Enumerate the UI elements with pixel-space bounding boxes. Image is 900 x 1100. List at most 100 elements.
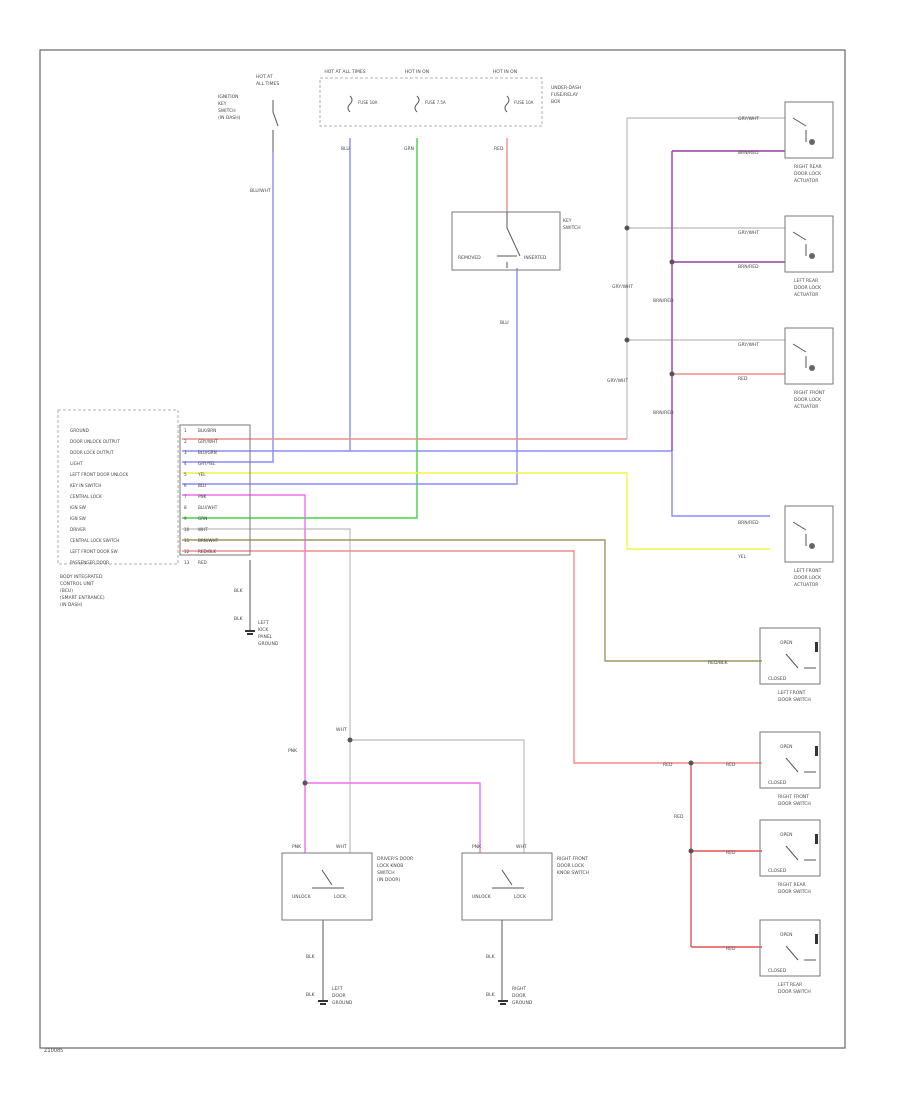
wires (182, 117, 785, 1000)
module-ground-label-2: KICK (258, 627, 269, 633)
lock-switch-outline (281, 852, 373, 921)
terminal-pin: 12 (184, 549, 190, 554)
key-cylinder-position-1: REMOVED (458, 255, 481, 261)
wire-label-rf-switch-1: RED (663, 762, 673, 768)
splice-dot (624, 337, 630, 343)
door-switch-state: CLOSED (768, 676, 787, 682)
terminal-pin: 4 (184, 461, 187, 466)
module-ground-label-1: LEFT (258, 620, 269, 626)
fuse-rating-2: FUSE 7.5A (425, 100, 446, 105)
actuator-wire-top: BRN/RED (738, 520, 759, 526)
actuator-caption: DOOR LOCK (794, 575, 822, 581)
terminal-pin: 6 (184, 483, 187, 488)
fuse-label-1: HOT AT ALL TIMES (324, 69, 365, 75)
door-switch-caption: RIGHT REAR (778, 882, 806, 888)
wire-gray-bus (626, 117, 785, 439)
lock-switch-pin: PNK (472, 844, 482, 850)
motor-icon (809, 139, 815, 145)
door-switch-caption: DOOR SWITCH (778, 697, 811, 703)
terminal-name: KEY IN SWITCH (70, 483, 101, 488)
fuse-label-2: HOT IN ON (405, 69, 429, 75)
door-switch-caption: LEFT REAR (778, 982, 802, 988)
door-switch-caption: DOOR SWITCH (778, 801, 811, 807)
terminal-wire: RED (198, 560, 207, 565)
ground-icon (815, 934, 818, 944)
terminal-name: LIGHT (70, 461, 83, 466)
terminal-pin: 8 (184, 505, 187, 510)
actuator-caption: ACTUATOR (794, 178, 818, 184)
wire-blue-key-switch (182, 152, 274, 463)
actuator-caption: ACTUATOR (794, 292, 818, 298)
key-switch-caption-4: (IN DASH) (218, 115, 241, 121)
lock-switch-caption: SWITCH (377, 870, 395, 876)
fuse-icon (504, 95, 510, 113)
lock-switch-ground-label: DOOR (332, 993, 346, 999)
lock-switch-position: UNLOCK (472, 894, 492, 900)
lock-switch-caption: DOOR LOCK (557, 863, 585, 869)
ground-icon (245, 630, 255, 635)
wire-olive (182, 539, 762, 662)
splice-dots (302, 225, 694, 854)
fuse-rating-1: FUSE 10A (358, 100, 378, 105)
motor-icon (809, 365, 815, 371)
ground-icon (318, 1000, 328, 1002)
wire-labels: GRY/WHT GRY/WHT BRN/RED BRN/RED RED/BLK … (288, 284, 736, 952)
actuator-outline (784, 505, 834, 563)
door-switch-state-open: OPEN (780, 832, 792, 838)
module-ground-label-4: GROUND (258, 641, 279, 647)
motor-contact-icon (792, 231, 807, 256)
terminal-name: IGN SW (70, 516, 86, 521)
actuator-outline (784, 215, 834, 273)
key-cylinder-position-2: INSERTED (524, 255, 547, 261)
lock-switch-caption: DRIVER'S DOOR (377, 856, 413, 862)
door-switch-state-open: OPEN (780, 744, 792, 750)
wire-label-bus-1: GRY/WHT (612, 284, 633, 290)
splice-dot (347, 737, 353, 743)
module-ground-wire-2: BLK (234, 616, 244, 622)
lock-switch-ground-label: LEFT (332, 986, 343, 992)
fuse-icon (347, 95, 353, 113)
switch-contact-icon (492, 869, 524, 889)
wire-label-bus-2: GRY/WHT (607, 378, 628, 384)
wire-label-bus-4: BRN/RED (653, 410, 674, 416)
door-switch-state: CLOSED (768, 968, 787, 974)
ground-icon (815, 834, 818, 844)
key-switch-label-1: HOT AT (256, 74, 273, 80)
wire-magenta (182, 494, 481, 853)
terminal-wire: BLU (198, 483, 206, 488)
lock-switch-ground-label: RIGHT (512, 986, 526, 992)
module-outline (57, 409, 179, 565)
module-title-3: (BCU) (60, 588, 73, 594)
module-ground-label-3: PANEL (258, 634, 273, 640)
fuse-icon (414, 95, 420, 113)
splice-dot (669, 259, 675, 265)
wire-red-door-switch-bus (690, 763, 762, 948)
terminal-wire: PNK (198, 494, 207, 499)
terminal-name: GROUND (70, 428, 89, 433)
terminal-wire: BLU/GRN (198, 450, 217, 455)
diagram-frame (39, 49, 846, 1049)
wire-label-lr-switch: RED (726, 946, 736, 952)
ground-icon (320, 1003, 326, 1005)
wire-blue-key-cylinder (182, 268, 518, 485)
lock-switch-position: LOCK (334, 894, 347, 900)
lock-switch-ground-wire-2: BLK (486, 992, 496, 998)
actuator-wire-top: GRY/WHT (738, 230, 759, 236)
wire-gray-white (182, 528, 525, 853)
terminal-name: LEFT FRONT DOOR SW (70, 549, 118, 554)
wire-purple-bus (671, 150, 785, 451)
motor-contact-icon (792, 117, 807, 142)
terminal-name: DOOR LOCK OUTPUT (70, 450, 114, 455)
switch-contact-icon (785, 845, 816, 861)
key-switch-caption-2: KEY (218, 101, 227, 107)
actuator-caption: DOOR LOCK (794, 285, 822, 291)
wire-green-fuse (182, 138, 418, 519)
key-switch-caption-3: SWITCH (218, 108, 236, 114)
switch-contact-icon (785, 653, 816, 669)
